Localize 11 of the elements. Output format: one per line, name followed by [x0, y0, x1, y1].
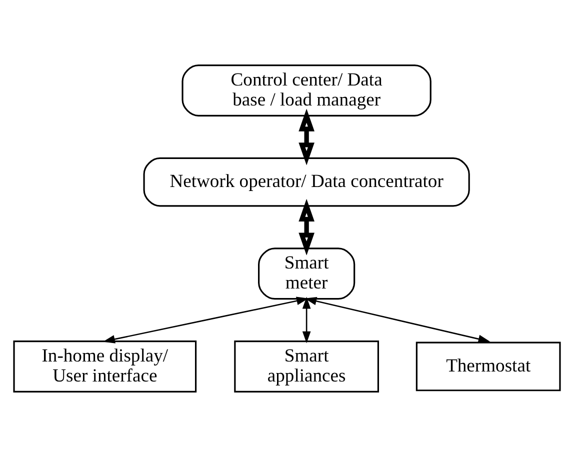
arrow: [298, 198, 314, 256]
node-box: Control center/ Data base / load manager: [182, 64, 432, 117]
arrow: [102, 296, 309, 344]
arrow: [298, 108, 314, 166]
node-box: Thermostat: [416, 342, 561, 392]
arrow: [304, 297, 490, 344]
arrow: [302, 296, 311, 344]
node-box: Smart appliances: [234, 340, 379, 392]
node-box: Smart meter: [258, 248, 356, 300]
node-box: In-home display/ User interface: [13, 340, 197, 392]
node-box: Network operator/ Data concentrator: [143, 157, 470, 207]
